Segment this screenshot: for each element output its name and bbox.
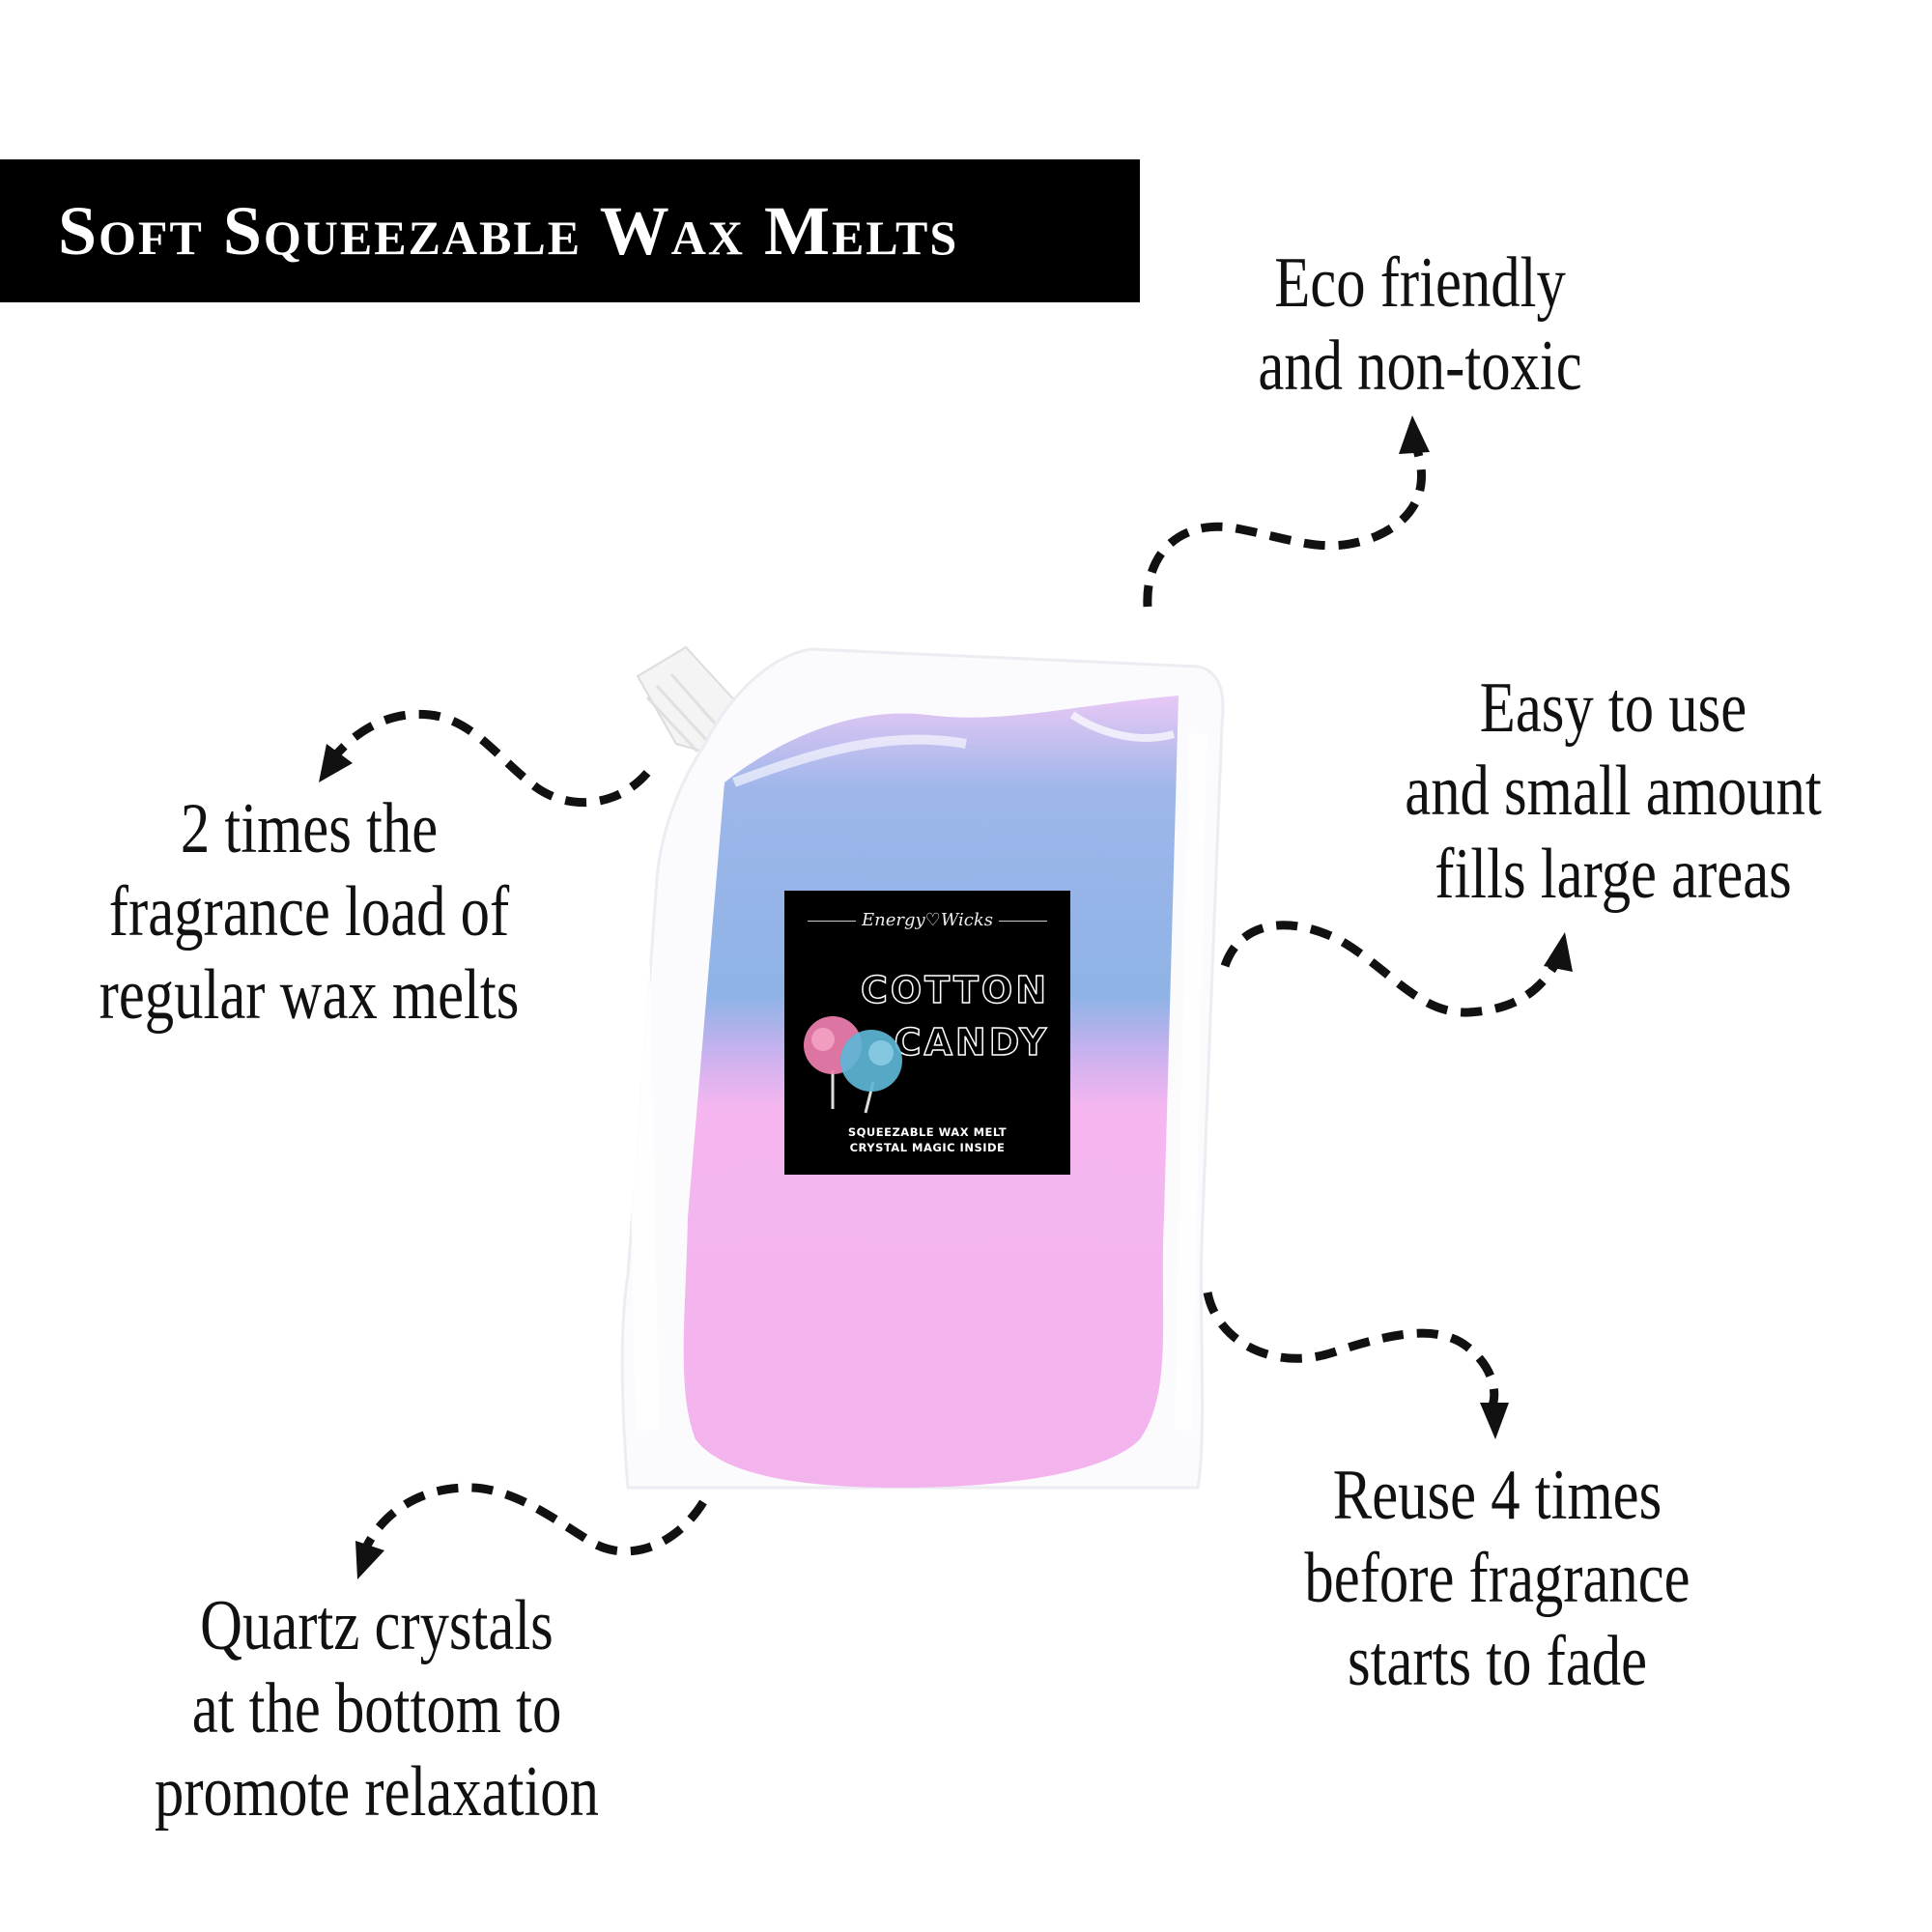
feature-easy-to-use: Easy to use and small amount fills large… (1376, 667, 1851, 916)
feature-line: Quartz crystals (200, 1586, 554, 1665)
arrow-load (319, 709, 651, 808)
feature-line: fills large areas (1435, 835, 1792, 914)
subtitle-line: CRYSTAL MAGIC INSIDE (849, 1141, 1006, 1154)
scent-name: COTTON CANDY (860, 964, 1049, 1068)
feature-line: regular wax melts (99, 955, 520, 1035)
feature-quartz-crystals: Quartz crystals at the bottom to promote… (124, 1584, 631, 1833)
feature-line: Easy to use (1479, 668, 1747, 748)
arrow-eco (1143, 415, 1430, 608)
feature-reuse: Reuse 4 times before fragrance starts to… (1275, 1454, 1719, 1703)
arrow-easy (1220, 921, 1573, 1017)
feature-line: Reuse 4 times (1332, 1456, 1662, 1535)
product-label: Energy♡Wicks COTTON CANDY SQUEEZABLE WAX… (784, 891, 1070, 1175)
feature-line: starts to fade (1347, 1622, 1648, 1701)
feature-line: Eco friendly (1274, 243, 1566, 323)
feature-eco-friendly: Eco friendly and non-toxic (1230, 242, 1610, 408)
scent-line: CANDY (894, 1020, 1049, 1065)
subtitle-line: SQUEEZABLE WAX MELT (847, 1125, 1008, 1139)
feature-line: and small amount (1405, 752, 1822, 831)
feature-line: 2 times the (180, 789, 439, 868)
scent-line: COTTON (860, 968, 1049, 1012)
feature-line: at the bottom to (191, 1669, 562, 1748)
brand-logo: Energy♡Wicks (784, 910, 1070, 930)
arrow-reuse (1203, 1291, 1509, 1439)
product-subtitle: SQUEEZABLE WAX MELT CRYSTAL MAGIC INSIDE (784, 1124, 1070, 1155)
arrow-quartz (355, 1483, 707, 1579)
feature-fragrance-load: 2 times the fragrance load of regular wa… (71, 787, 547, 1037)
title-banner: Soft Squeezable Wax Melts (0, 159, 1140, 302)
feature-line: and non-toxic (1258, 327, 1582, 406)
feature-line: fragrance load of (108, 872, 510, 952)
cotton-candy-icon (804, 1016, 902, 1114)
feature-line: before fragrance (1304, 1539, 1690, 1618)
feature-line: promote relaxation (155, 1752, 599, 1832)
banner-title: Soft Squeezable Wax Melts (58, 191, 959, 270)
